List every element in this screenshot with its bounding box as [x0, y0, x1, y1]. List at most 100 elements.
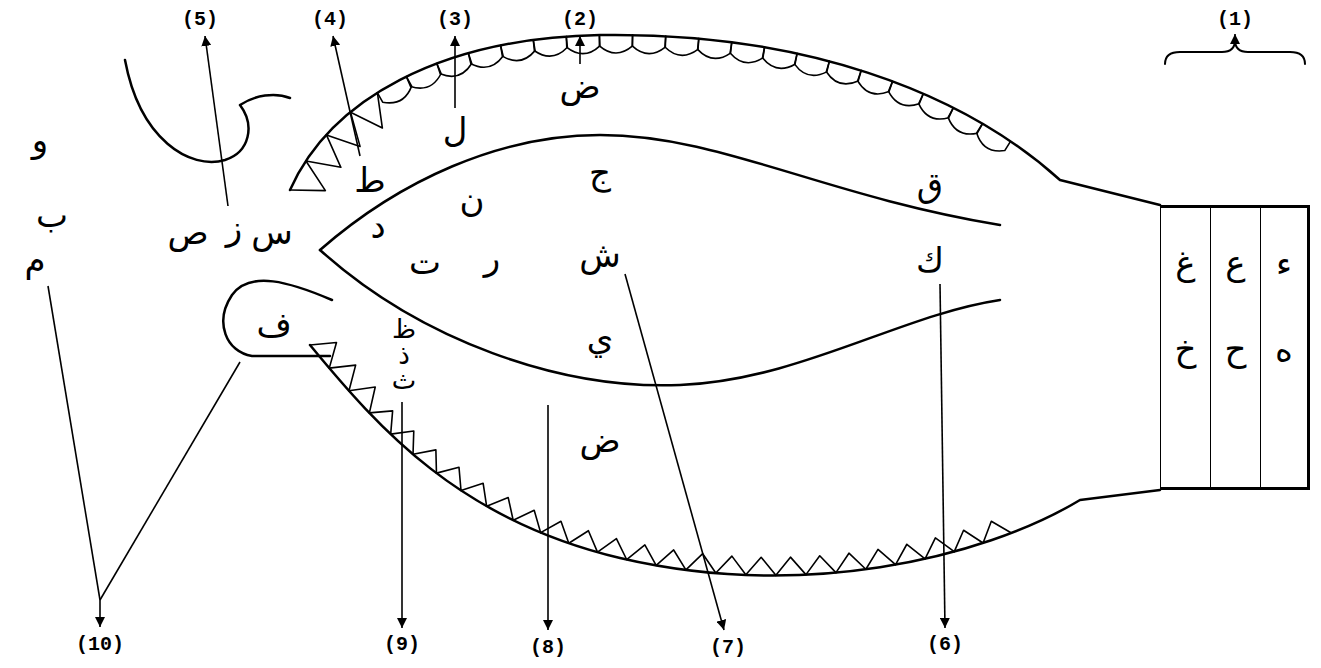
throat-cell: غخ [1160, 205, 1210, 490]
upper-lip [125, 60, 290, 162]
tongue-outline [320, 135, 1000, 250]
callout-number: (6) [927, 633, 963, 657]
label-anchor: ش [579, 235, 621, 276]
upper-tooth [533, 37, 567, 57]
lower-tooth [776, 557, 806, 575]
label-anchor: و [32, 120, 48, 161]
lower-tooth [656, 550, 686, 570]
lower-tooth [866, 549, 896, 569]
label-anchor: (1) [1217, 8, 1253, 32]
letter-label: ع [1225, 243, 1245, 284]
upper-tooth [665, 36, 699, 55]
lower-tooth [369, 411, 392, 434]
letter-label: ت [409, 242, 441, 283]
upper-jaw [290, 35, 1160, 205]
label-anchor: (4) [312, 8, 348, 32]
label-anchor: ر [484, 238, 500, 279]
letter-label: ض [579, 420, 620, 461]
letter-label: ز [226, 208, 242, 249]
callout-number: (8) [530, 636, 566, 660]
label-anchor: (10) [76, 633, 124, 657]
leader-line [454, 36, 456, 108]
label-anchor: ت [409, 242, 441, 283]
label-anchor: ق [917, 165, 943, 206]
label-anchor: ط [354, 160, 385, 201]
label-anchor: ج [589, 152, 611, 193]
letter-label: م [24, 240, 45, 281]
teeth [290, 35, 1011, 575]
label-anchor: (2) [562, 8, 598, 32]
label-anchor: ي [587, 318, 614, 359]
label-anchor: ن [460, 180, 485, 221]
upper-tooth [501, 40, 535, 61]
label-anchor: (6) [927, 633, 963, 657]
letter-label: ج [589, 152, 611, 193]
leader-line [547, 405, 549, 630]
letter-label: ه [1275, 329, 1293, 370]
bracket [1165, 40, 1305, 64]
leader-line [100, 362, 240, 600]
lower-tooth [413, 450, 436, 473]
leader-line [940, 284, 945, 628]
label-anchor: ث [392, 365, 416, 396]
letter-label: ن [460, 180, 485, 221]
lower-tooth [487, 498, 514, 521]
callout-number: (1) [1217, 8, 1253, 32]
lower-tooth [746, 557, 776, 575]
letter-label: ط [354, 160, 385, 201]
callout-number: (10) [76, 633, 124, 657]
label-anchor: ض [559, 66, 600, 107]
label-anchor: ز [226, 208, 242, 249]
leader-line [401, 402, 403, 628]
upper-tooth [795, 54, 830, 76]
upper-tooth [698, 39, 732, 59]
upper-tooth [889, 81, 924, 105]
label-anchor: ك [916, 240, 944, 281]
lower-tooth [349, 387, 375, 413]
upper-tooth [762, 47, 797, 68]
upper-tooth [977, 124, 1011, 151]
callout-number: (9) [384, 633, 420, 657]
lower-tooth [569, 531, 598, 552]
label-anchor: ب [36, 195, 68, 236]
letter-label: ر [484, 238, 500, 279]
leader-line [1234, 34, 1236, 40]
letter-label: ص [167, 212, 208, 253]
lower-tooth [461, 483, 487, 506]
letter-label: ي [587, 318, 614, 359]
lower-tooth [329, 365, 355, 391]
upper-tooth [406, 64, 441, 89]
letter-label: و [32, 120, 48, 161]
label-anchor: (7) [710, 636, 746, 660]
upper-tooth [730, 42, 764, 62]
letter-label: د [370, 206, 385, 247]
leader-line [625, 274, 724, 630]
lower-tooth [686, 554, 716, 573]
upper-tooth [351, 93, 383, 128]
upper-tooth [599, 35, 632, 53]
lower-tooth [806, 556, 836, 575]
letter-label: ب [36, 195, 68, 236]
letter-label: ش [579, 235, 621, 276]
label-anchor: ل [443, 110, 468, 151]
throat-cell: عح [1210, 205, 1260, 490]
label-anchor: (3) [437, 8, 473, 32]
throat-cell: ءه [1260, 205, 1310, 490]
callout-number: (5) [182, 8, 218, 32]
letter-label: ك [916, 240, 944, 281]
upper-tooth [632, 35, 666, 54]
upper-tooth [919, 94, 954, 119]
letter-label: ل [443, 110, 468, 151]
lower-tooth [925, 538, 954, 559]
upper-tooth [306, 135, 341, 167]
upper-tooth [326, 112, 360, 146]
label-anchor: ف [256, 304, 291, 345]
label-anchor: د [370, 206, 385, 247]
leader-line [205, 36, 228, 206]
leader-line [99, 600, 101, 627]
lower-tooth [436, 467, 461, 490]
lower-tooth [627, 545, 657, 565]
